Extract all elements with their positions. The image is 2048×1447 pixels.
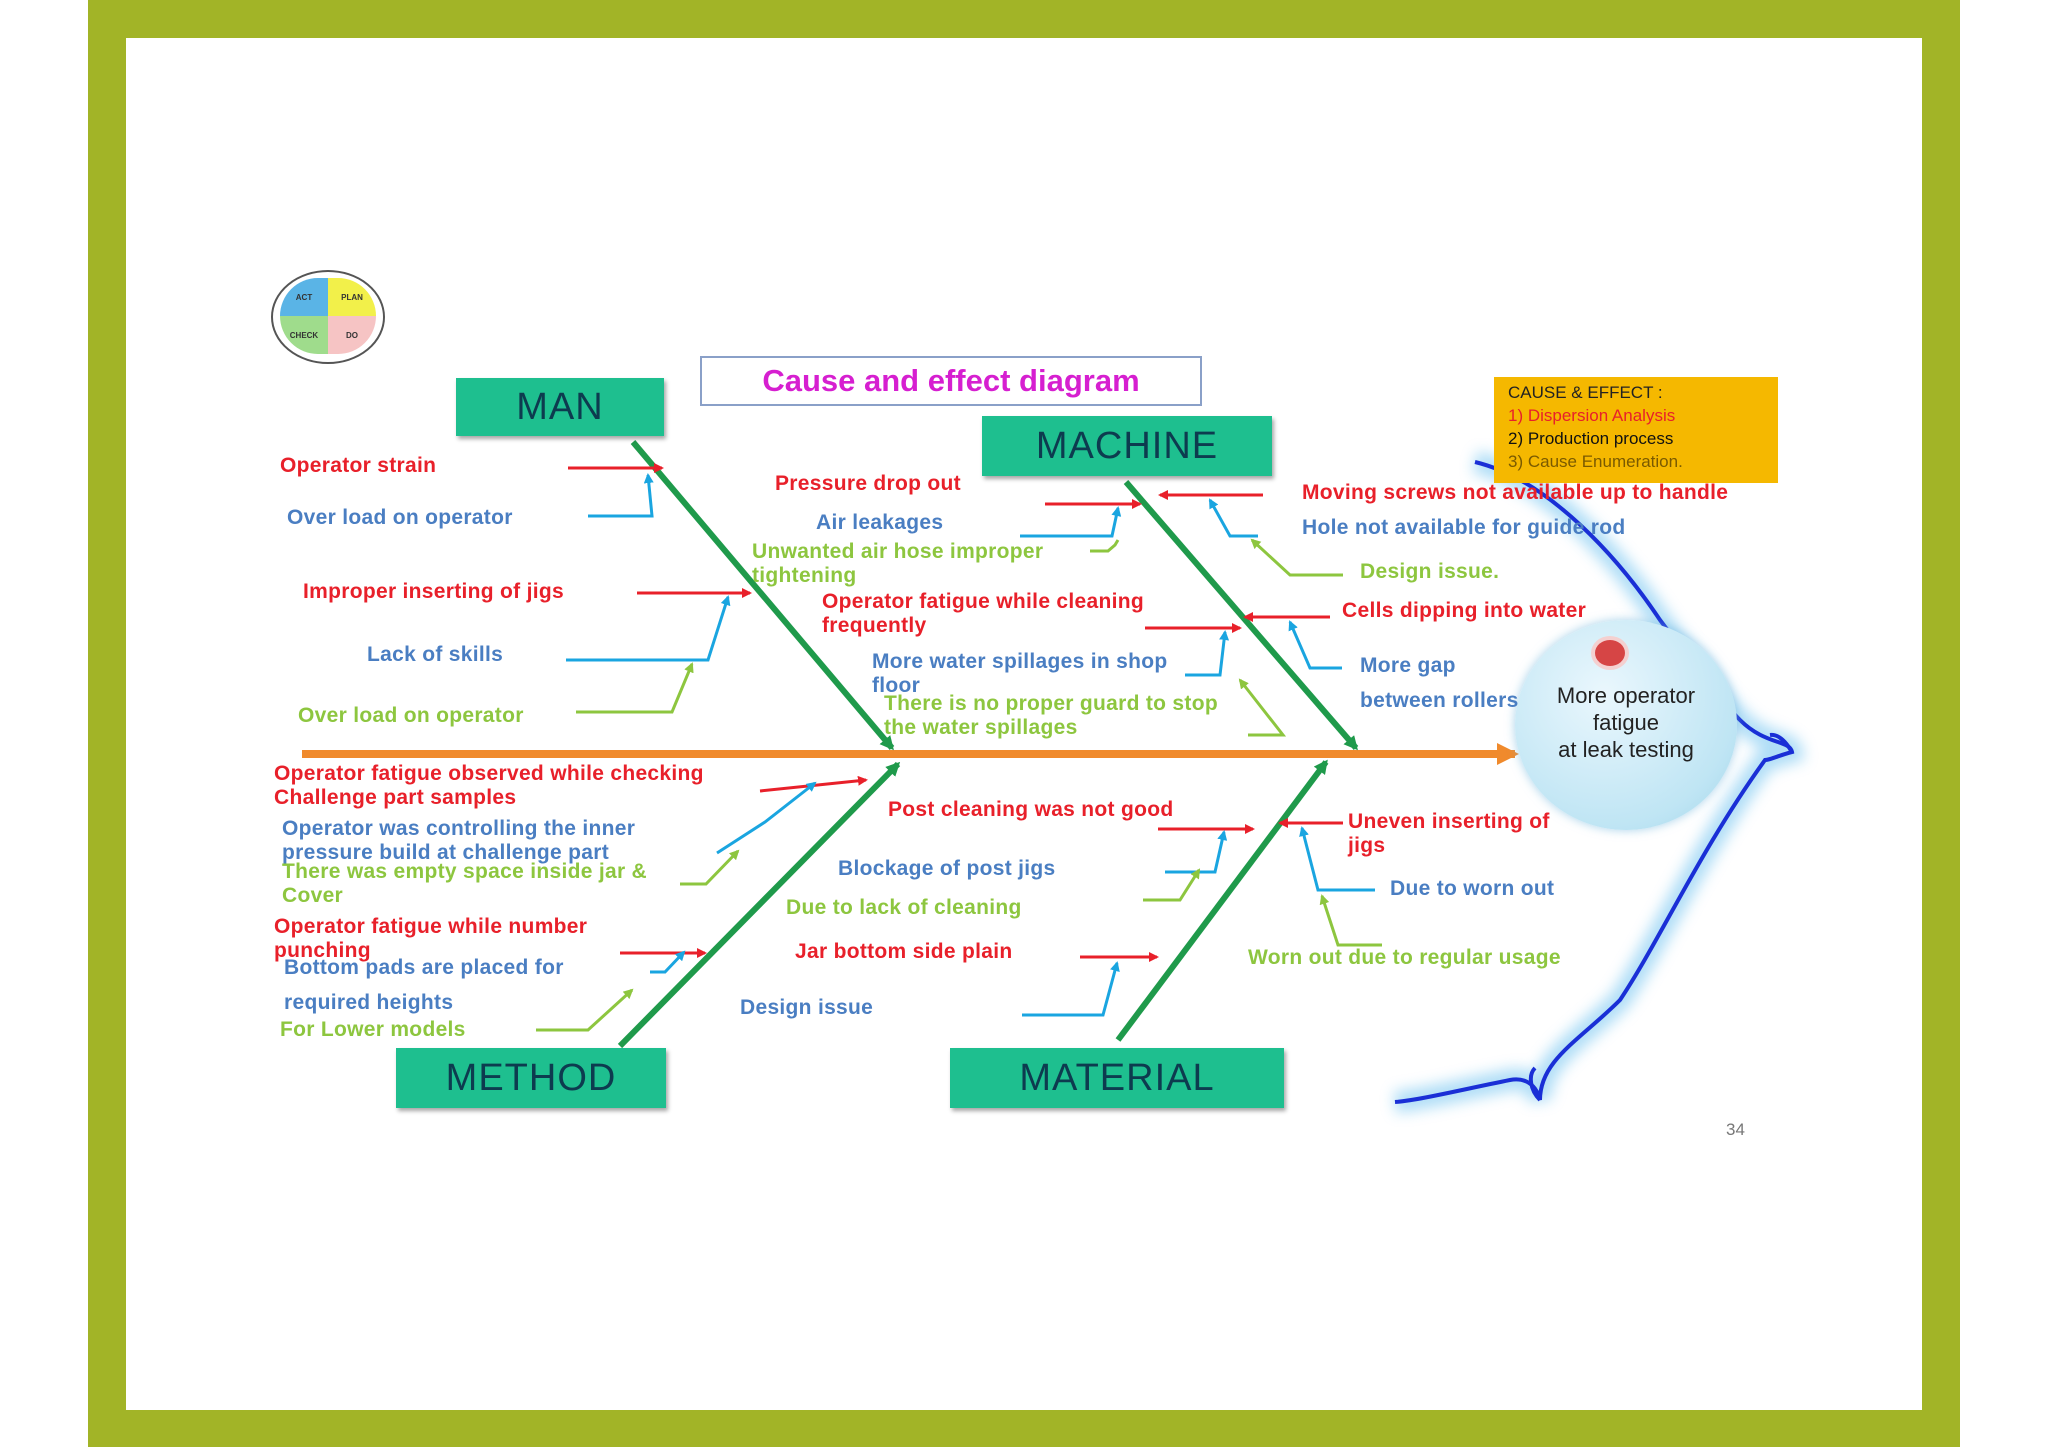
legend-item-2: 2) Production process	[1508, 429, 1674, 448]
sub-cause-arrows-blue	[566, 473, 1375, 1017]
man-sub-over-load: Over load on operator	[287, 506, 513, 529]
machine-sub-more-gap: More gap	[1360, 654, 1456, 677]
machine-cause-moving-screws: Moving screws not available up to handle	[1302, 481, 1729, 504]
legend-box: CAUSE & EFFECT : 1) Dispersion Analysis …	[1494, 377, 1778, 483]
category-machine: MACHINE	[982, 416, 1272, 476]
machine-sub-hole-not-available: Hole not available for guide rod	[1302, 516, 1626, 539]
machine-sub-design-issue: Design issue.	[1360, 560, 1500, 583]
machine-cause-operator-fatigue-cleaning: Operator fatigue while cleaning frequent…	[822, 590, 1145, 637]
pdca-check: CHECK	[280, 316, 328, 354]
legend-item-1: 1) Dispersion Analysis	[1508, 406, 1676, 425]
machine-sub-water-spillages: More water spillages in shop floor	[872, 650, 1168, 697]
material-sub-worn-out: Due to worn out	[1390, 877, 1555, 900]
machine-sub-air-leakages: Air leakages	[816, 511, 944, 534]
sub-cause-arrows-green	[536, 538, 1382, 1032]
man-sub-over-load-2: Over load on operator	[298, 704, 524, 727]
page-number: 34	[1726, 1120, 1745, 1139]
machine-cause-cells-dipping: Cells dipping into water	[1342, 599, 1587, 622]
pdca-plan: PLAN	[328, 278, 376, 316]
man-cause-operator-strain: Operator strain	[280, 454, 437, 477]
machine-cause-pressure-drop: Pressure drop out	[775, 472, 961, 495]
method-cause-number-punching: Operator fatigue while number punching	[274, 915, 588, 962]
category-method: METHOD	[396, 1048, 666, 1108]
method-sub-bottom-pads: Bottom pads are placed for	[284, 956, 564, 979]
material-sub-regular-usage: Worn out due to regular usage	[1248, 946, 1561, 969]
material-cause-uneven-inserting: Uneven inserting of jigs	[1348, 810, 1550, 857]
category-man: MAN	[456, 378, 664, 436]
method-cause-fatigue-checking: Operator fatigue observed while checking…	[274, 762, 704, 809]
method-sub-controlling-pressure: Operator was controlling the inner press…	[282, 817, 636, 864]
man-sub-lack-of-skills: Lack of skills	[367, 643, 504, 666]
fish-eye	[1595, 640, 1625, 666]
pdca-do: DO	[328, 316, 376, 354]
material-cause-jar-bottom: Jar bottom side plain	[795, 940, 1013, 963]
method-sub-empty-space: There was empty space inside jar & Cover	[282, 860, 648, 907]
machine-sub-air-hose: Unwanted air hose improper tightening	[752, 540, 1044, 587]
machine-sub-no-guard: There is no proper guard to stop the wat…	[884, 692, 1218, 739]
machine-sub-between-rollers: between rollers	[1360, 689, 1519, 712]
pdca-cycle-ring	[271, 270, 385, 364]
effect-bubble: More operator fatigue at leak testing	[1515, 620, 1737, 830]
effect-text: More operator fatigue at leak testing	[1556, 683, 1696, 762]
man-cause-improper-inserting: Improper inserting of jigs	[303, 580, 564, 603]
main-bones	[617, 440, 1359, 1049]
material-sub-lack-of-cleaning: Due to lack of cleaning	[786, 896, 1022, 919]
pdca-cycle-icon: ACT PLAN CHECK DO	[272, 270, 384, 364]
legend-heading: CAUSE & EFFECT :	[1508, 383, 1663, 402]
method-sub-required-heights: required heights	[284, 991, 454, 1014]
material-sub-design-issue: Design issue	[740, 996, 874, 1019]
diagram-title: Cause and effect diagram	[700, 356, 1202, 406]
material-sub-blockage: Blockage of post jigs	[838, 857, 1056, 880]
fish-head-outline	[1393, 451, 1805, 1113]
legend-item-3: 3) Cause Enumeration.	[1508, 452, 1683, 471]
material-cause-post-cleaning: Post cleaning was not good	[888, 798, 1174, 821]
method-sub-lower-models: For Lower models	[280, 1018, 466, 1041]
pdca-act: ACT	[280, 278, 328, 316]
category-material: MATERIAL	[950, 1048, 1284, 1108]
